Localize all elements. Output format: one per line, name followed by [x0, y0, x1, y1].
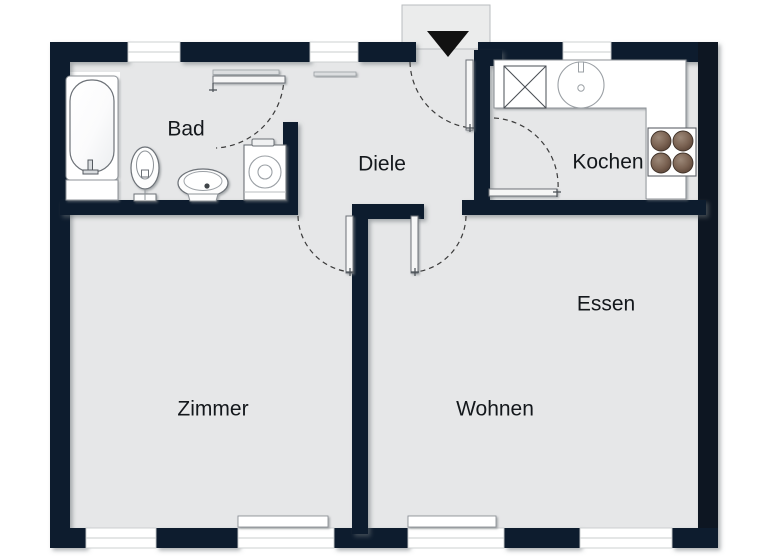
room-labels: Bad Diele Kochen Essen Zimmer Wohnen: [167, 118, 643, 421]
bathroom-door: [209, 75, 286, 149]
room-label-diele: Diele: [358, 153, 406, 176]
bathroom-fixtures: [65, 75, 287, 202]
window-top-bad: [127, 41, 181, 63]
kitchen-sink-icon: [557, 61, 605, 109]
window-bottom-4: [579, 527, 673, 549]
room-label-bad: Bad: [167, 118, 204, 141]
zimmer-door: [297, 215, 354, 276]
toilet-icon: [130, 146, 160, 202]
kitchen-fittings: [493, 59, 697, 200]
doors: [209, 59, 561, 276]
window-bottom-2: [237, 527, 335, 549]
entrance-door: [409, 59, 474, 132]
room-label-kochen: Kochen: [572, 151, 643, 174]
room-label-essen: Essen: [577, 293, 635, 316]
washing-machine-icon: [243, 138, 287, 201]
window-bottom-1: [85, 527, 157, 549]
entrance-direction-icon: [427, 31, 469, 57]
wohnen-door: [410, 215, 467, 276]
window-bottom-3: [407, 527, 505, 549]
room-label-wohnen: Wohnen: [456, 398, 534, 421]
windows: [85, 41, 673, 549]
window-sill-diele: [313, 71, 357, 77]
dishwasher-icon: [503, 65, 547, 109]
entrance-porch: [401, 4, 491, 57]
stove-icon: [647, 127, 697, 177]
window-sill-wohnen: [407, 515, 497, 528]
window-top-kochen: [562, 41, 612, 63]
room-label-zimmer: Zimmer: [177, 398, 248, 421]
window-top-diele: [309, 41, 359, 63]
washbasin-icon: [177, 168, 229, 202]
exterior-walls: [50, 42, 718, 548]
bathtub-icon: [65, 75, 119, 201]
window-sill-zimmer: [237, 515, 329, 528]
kitchen-door: [488, 117, 561, 197]
window-sill-bad: [212, 69, 280, 75]
